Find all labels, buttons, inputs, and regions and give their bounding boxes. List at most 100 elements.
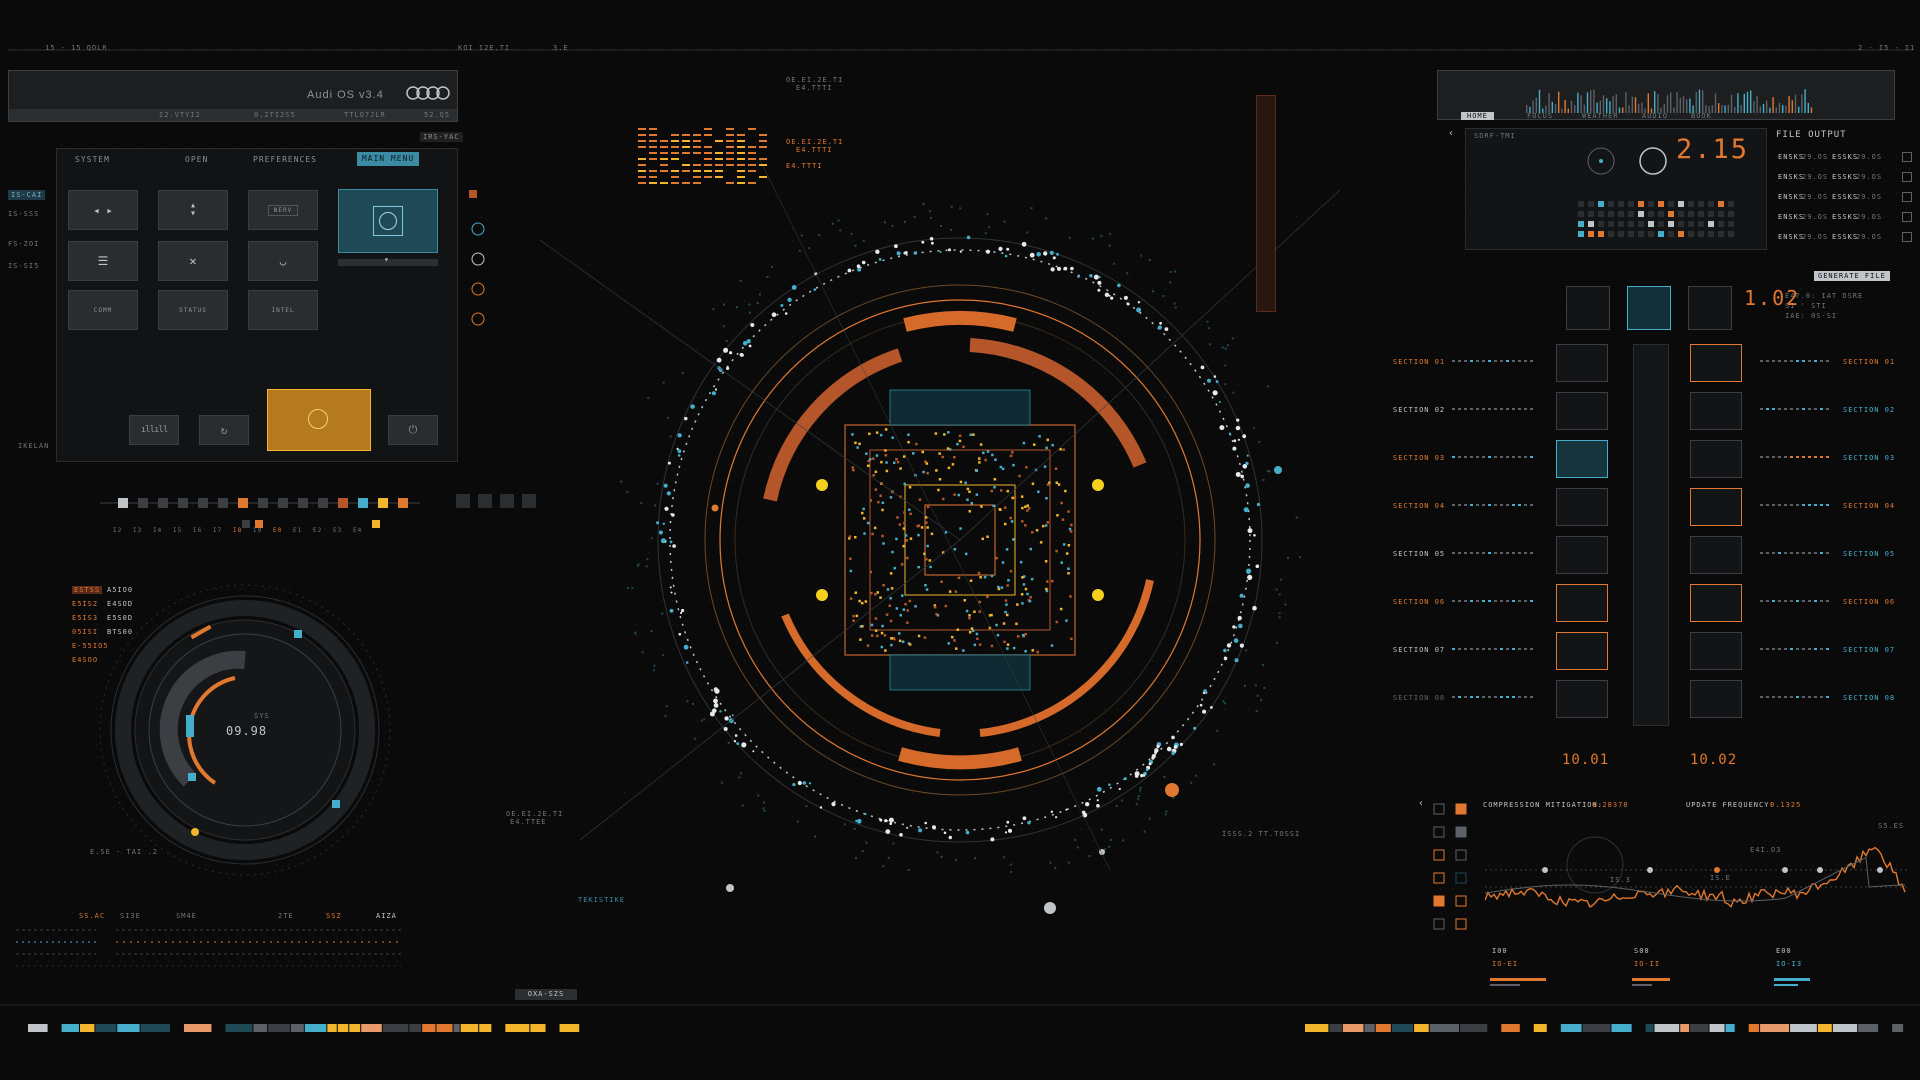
- section-cell-a[interactable]: [1556, 536, 1608, 574]
- equalizer-button[interactable]: ıllıll: [129, 415, 179, 445]
- section-meter-right: [1760, 696, 1829, 698]
- timeline-control-button: [478, 494, 492, 508]
- file-output-key2: ESSKS: [1832, 213, 1859, 221]
- section-cell-a[interactable]: [1556, 392, 1608, 430]
- section-cell-b[interactable]: [1690, 488, 1742, 526]
- mode-box-3[interactable]: [1688, 286, 1732, 330]
- tab-system[interactable]: SYSTEM: [75, 155, 110, 164]
- tools-button[interactable]: ✕: [158, 241, 228, 281]
- file-output-checkbox[interactable]: [1902, 172, 1912, 182]
- section-cell-a[interactable]: [1556, 488, 1608, 526]
- legend-swatches[interactable]: [1430, 798, 1470, 938]
- file-output-checkbox[interactable]: [1902, 192, 1912, 202]
- intel-button[interactable]: INTEL: [248, 290, 318, 330]
- frequency-line-chart: [1485, 836, 1910, 909]
- file-output-key: ENSKS: [1778, 233, 1805, 241]
- list-button[interactable]: ☰: [68, 241, 138, 281]
- section-meter-left: [1452, 408, 1533, 410]
- metrics-back-icon[interactable]: ‹: [1418, 798, 1425, 809]
- tab-audio[interactable]: AUDIO: [1642, 112, 1669, 120]
- section-meter-right: [1760, 552, 1829, 554]
- bottom-metric-label-2: S00: [1634, 947, 1650, 955]
- nerv-label: NERV: [267, 204, 299, 216]
- timeline-marker: [238, 498, 248, 508]
- gauge-legend-value: A5IO0: [107, 586, 134, 594]
- timeline-label: E4: [353, 527, 363, 534]
- section-cell-a[interactable]: [1556, 344, 1608, 382]
- file-output-checkbox[interactable]: [1902, 152, 1912, 162]
- section-label-left: SECTION 04: [1393, 502, 1446, 510]
- refresh-button[interactable]: ↻: [199, 415, 249, 445]
- arrows-left-right-icon: ◂ ▸: [93, 203, 113, 217]
- gauge-code: E.SE - TAI .2: [90, 848, 158, 856]
- comm-button[interactable]: COMM: [68, 290, 138, 330]
- tab-open[interactable]: OPEN: [185, 155, 209, 164]
- tab-focus[interactable]: FOCUS: [1527, 112, 1554, 120]
- file-output-key: ENSKS: [1778, 193, 1805, 201]
- bottom-metric-label-3: E00: [1776, 947, 1792, 955]
- section-cell-b[interactable]: [1690, 440, 1742, 478]
- file-output-checkbox[interactable]: [1902, 212, 1912, 222]
- section-cell-b[interactable]: [1690, 584, 1742, 622]
- section-cell-b[interactable]: [1690, 536, 1742, 574]
- center-code-top2: E4.TTTI: [796, 84, 833, 92]
- featured-app-tile[interactable]: [338, 189, 438, 253]
- section-value-a: 1.02: [1744, 286, 1801, 310]
- generate-file-button[interactable]: GENERATE FILE: [1814, 271, 1890, 281]
- ikelan-label: IKELAN: [18, 442, 50, 450]
- section-cell-b[interactable]: [1690, 392, 1742, 430]
- record-button[interactable]: [267, 389, 371, 451]
- sort-button[interactable]: ▴▾: [158, 190, 228, 230]
- legend-swatch: [1455, 918, 1467, 930]
- section-cell-b[interactable]: [1690, 632, 1742, 670]
- navigate-button[interactable]: ◂ ▸: [68, 190, 138, 230]
- section-cell-a[interactable]: [1556, 440, 1608, 478]
- gauge-legend-key: ESTSS: [72, 586, 103, 594]
- code-block: [638, 128, 767, 184]
- side-controls: [469, 190, 485, 326]
- main-menu-panel: SYSTEM OPEN PREFERENCES MAIN MENU ◂ ▸ ▴▾…: [56, 148, 458, 462]
- timeline-label: I7: [213, 527, 223, 534]
- file-output-value2: 29.OS: [1856, 233, 1883, 241]
- sort-icon: ▴▾: [189, 200, 197, 219]
- mode-box-2[interactable]: [1627, 286, 1671, 330]
- col-header-3: SM4E: [176, 912, 197, 920]
- power-button[interactable]: ⏻: [388, 415, 438, 445]
- status-button[interactable]: STATUS: [158, 290, 228, 330]
- section-cell-b[interactable]: [1690, 680, 1742, 718]
- timeline-marker: [358, 498, 368, 508]
- section-label-right: SECTION 07: [1843, 646, 1896, 654]
- info-line-1: E47.0: IAT DSRE: [1785, 292, 1864, 300]
- tab-book[interactable]: BOOK: [1691, 112, 1712, 120]
- nerv-button[interactable]: NERV: [248, 190, 318, 230]
- intel-label: INTEL: [271, 306, 295, 314]
- tile-dropdown[interactable]: ▾: [338, 255, 438, 266]
- timeline-control-button: [456, 494, 470, 508]
- tab-main-menu[interactable]: MAIN MENU: [357, 152, 419, 166]
- back-chevron-icon[interactable]: ‹: [1448, 128, 1455, 139]
- tab-preferences[interactable]: PREFERENCES: [253, 155, 317, 164]
- compression-label: COMPRESSION MITIGATION:: [1483, 801, 1603, 809]
- section-cell-a[interactable]: [1556, 584, 1608, 622]
- arc-icon: ◡: [279, 254, 287, 268]
- section-label-left: SECTION 03: [1393, 454, 1446, 462]
- file-output-checkbox[interactable]: [1902, 232, 1912, 242]
- timeline-marker: [258, 498, 268, 508]
- file-output-value: 29.OS: [1802, 173, 1829, 181]
- mode-box-1[interactable]: [1566, 286, 1610, 330]
- top-right-tabs: HOME FOCUS WEATHER AUDIO BOOK: [1437, 112, 1893, 122]
- gauge-legend-value: E5S0D: [107, 614, 134, 622]
- section-cell-b[interactable]: [1690, 344, 1742, 382]
- center-left-code: TEKISTIKE: [578, 896, 625, 904]
- update-label: UPDATE FREQUENCY:: [1686, 801, 1775, 809]
- tab-home[interactable]: HOME: [1461, 112, 1494, 120]
- vertical-level-bar: [1256, 95, 1276, 312]
- timeline-strip[interactable]: [100, 490, 540, 550]
- power-toggle-button[interactable]: ◡: [248, 241, 318, 281]
- tab-weather[interactable]: WEATHER: [1582, 112, 1619, 120]
- section-cell-a[interactable]: [1556, 680, 1608, 718]
- gauge-legend-key: E-55IO5: [72, 642, 109, 650]
- section-label-right: SECTION 04: [1843, 502, 1896, 510]
- section-cell-a[interactable]: [1556, 632, 1608, 670]
- legend-swatch: [1455, 895, 1467, 907]
